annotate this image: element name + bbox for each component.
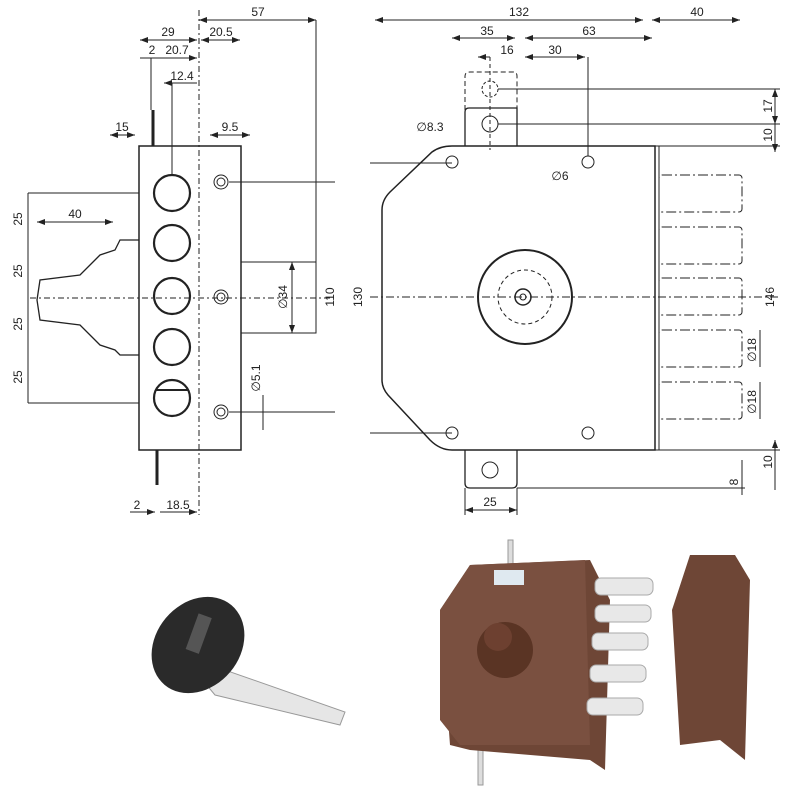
dim-5-1: ∅5.1 [249,364,263,392]
side-view [27,10,335,515]
dim-35: 35 [480,24,494,38]
dim-10-bottom: 10 [761,455,775,469]
bottom-lug [464,450,518,489]
screws [213,174,229,420]
dim-9-5: 9.5 [221,120,239,134]
dim-6: ∅6 [551,169,569,183]
key-photo [151,596,346,726]
dim-110: 110 [323,287,337,307]
dim-146: 146 [763,286,777,308]
dim-63: 63 [582,24,596,38]
dim-25-d: 25 [11,370,25,384]
dim-17: 17 [761,99,775,113]
cylinder-knob [36,239,139,356]
dim-20-5: 20.5 [209,25,233,39]
dim-30: 30 [548,43,562,57]
dim-34: ∅34 [276,285,290,309]
top-lug-extended [464,71,518,110]
dim-25-a: 25 [11,212,25,226]
bolts-dashed [658,174,743,420]
bolt-holes [152,173,192,418]
dim-2-top: 2 [148,43,156,57]
dim-16: 16 [500,43,514,57]
dim-29: 29 [161,25,175,39]
dim-18-5: 18.5 [166,498,190,512]
dim-15: 15 [115,120,129,134]
dim-18-a: ∅18 [745,338,759,362]
dim-2-bottom: 2 [133,498,141,512]
dim-25-b: 25 [11,264,25,278]
lock-case [381,145,656,451]
dim-20-7: 20.7 [165,43,189,57]
dim-18-b: ∅18 [745,390,759,414]
dim-132: 132 [508,5,530,19]
front-view [370,17,780,515]
dim-8: 8 [727,478,741,486]
dim-25-front: 25 [483,495,497,509]
bolt-side [240,261,317,334]
dim-40-side: 40 [68,207,82,221]
dim-8-3: ∅8.3 [416,120,444,134]
dim-130: 130 [351,286,365,308]
dim-25-c: 25 [11,317,25,331]
dim-57: 57 [251,5,265,19]
top-lug [464,107,518,146]
dim-12-4: 12.4 [170,69,194,83]
dim-10-top: 10 [761,128,775,142]
dim-40-front: 40 [690,5,704,19]
lock-photo [440,539,750,786]
